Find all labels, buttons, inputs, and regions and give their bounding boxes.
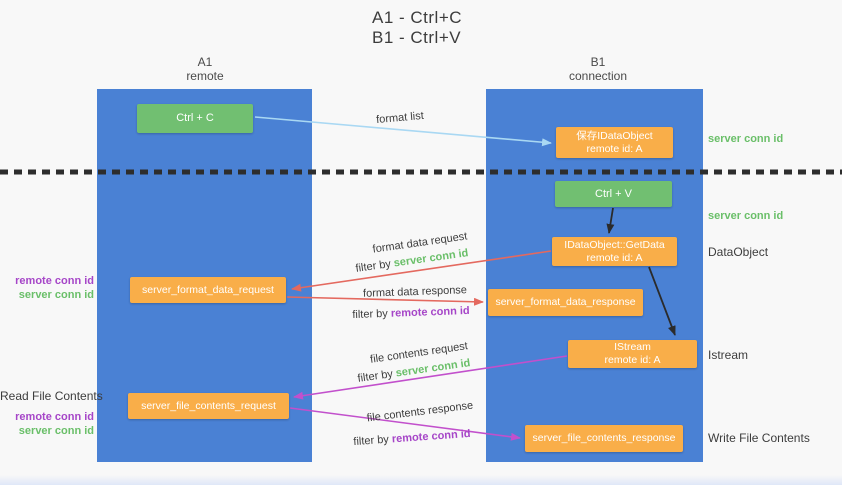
- ctrl-c-box: Ctrl + C: [137, 104, 253, 133]
- format-data-response-arrow: [286, 296, 484, 306]
- file-contents-request-arrow: [293, 355, 568, 400]
- right-column-role: connection: [568, 69, 628, 83]
- right-column-header: B1 connection: [538, 55, 658, 83]
- remote-conn-id-annotation-upper: remote conn id: [15, 275, 94, 287]
- ctrlv-to-getdata-arrow: [606, 207, 615, 234]
- getdata-to-istream-arrow: [648, 266, 676, 336]
- right-column-name: B1: [590, 55, 606, 69]
- title-line-1: A1 - Ctrl+C: [372, 8, 463, 27]
- write-file-contents-annotation: Write File Contents: [708, 431, 810, 445]
- server-file-contents-response-label: server_file_contents_response: [532, 432, 676, 444]
- getdata-title: IDataObject::GetData: [564, 238, 665, 251]
- ctrl-c-label: Ctrl + C: [176, 112, 214, 124]
- format-list-arrow: [254, 116, 552, 147]
- filter-by-text: filter by: [352, 307, 392, 322]
- istream-annotation: Istream: [708, 348, 749, 362]
- server-file-contents-request-box: server_file_contents_request: [128, 393, 289, 419]
- istream-remote-id: remote id: A: [604, 354, 661, 366]
- server-conn-id-annotation-upper: server conn id: [18, 289, 94, 301]
- dataobject-annotation: DataObject: [708, 245, 769, 259]
- left-column-role: remote: [186, 69, 224, 83]
- server-conn-id-annotation-mid: server conn id: [708, 210, 784, 222]
- left-column-name: A1: [197, 55, 213, 69]
- file-contents-response-arrow: [289, 407, 521, 441]
- save-idataobject-title: 保存IDataObject: [576, 129, 653, 142]
- server-conn-id-annotation-top: server conn id: [708, 133, 784, 145]
- getdata-remote-id: remote id: A: [586, 251, 643, 264]
- istream-title: IStream: [614, 341, 651, 353]
- read-file-contents-annotation: Read File Contents: [0, 389, 103, 403]
- istream-box: IStream remote id: A: [568, 340, 697, 368]
- save-idataobject-remote-id: remote id: A: [586, 142, 643, 155]
- save-idataobject-box: 保存IDataObject remote id: A: [556, 127, 673, 158]
- server-file-contents-response-box: server_file_contents_response: [525, 425, 683, 452]
- bottom-edge-glow: [0, 475, 842, 485]
- title-line-2: B1 - Ctrl+V: [372, 28, 462, 47]
- server-file-contents-request-label: server_file_contents_request: [141, 399, 276, 412]
- remote-conn-id-annotation-lower: remote conn id: [15, 411, 94, 423]
- ctrl-v-label: Ctrl + V: [595, 187, 632, 200]
- server-conn-id-annotation-lower: server conn id: [18, 425, 94, 437]
- ctrl-v-box: Ctrl + V: [555, 181, 672, 207]
- server-format-data-response-box: server_format_data_response: [488, 289, 643, 316]
- server-format-data-response-label: server_format_data_response: [495, 296, 636, 308]
- format-data-request-arrow: [291, 250, 552, 292]
- server-format-data-request-label: server_format_data_request: [142, 283, 274, 296]
- idataobject-getdata-box: IDataObject::GetData remote id: A: [552, 237, 677, 266]
- left-column-header: A1 remote: [145, 55, 265, 83]
- diagram-title: A1 - Ctrl+C B1 - Ctrl+V: [372, 8, 462, 48]
- server-format-data-request-box: server_format_data_request: [130, 277, 286, 303]
